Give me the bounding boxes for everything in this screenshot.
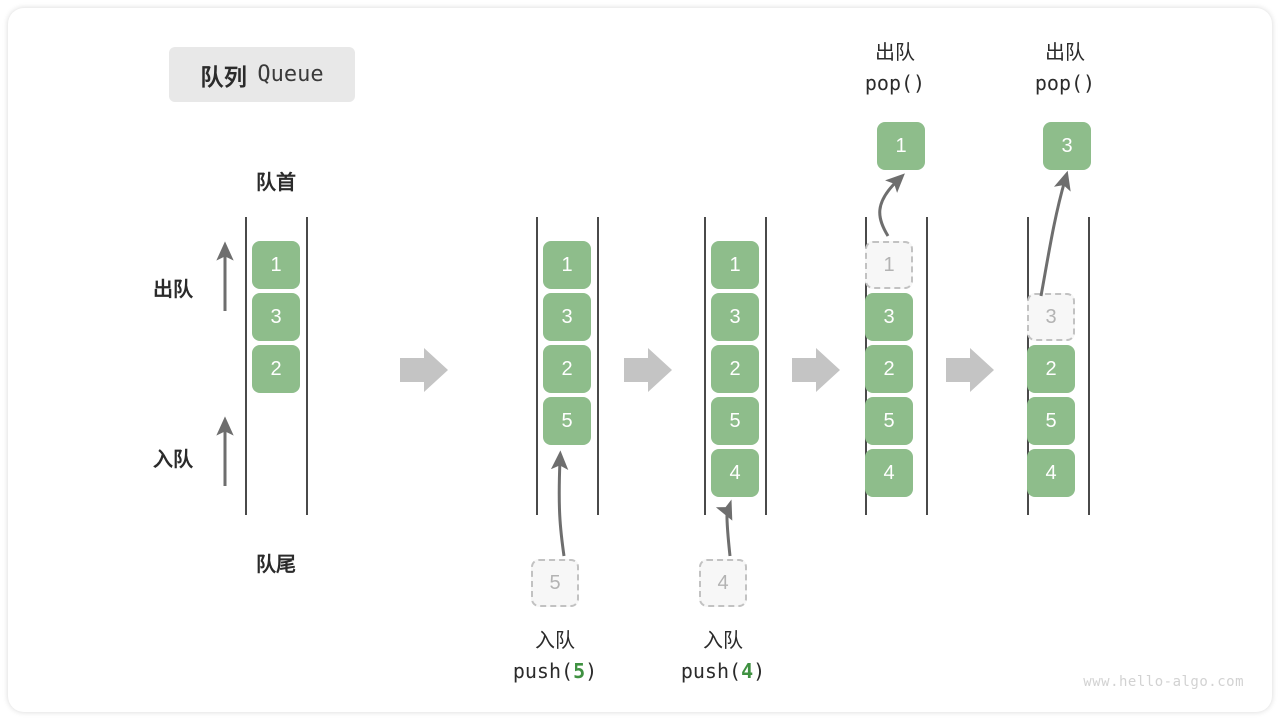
queue-cell: 4 [865, 449, 913, 497]
queue-cell: 3 [865, 293, 913, 341]
push-4-label-cn: 入队 [703, 630, 743, 652]
step-arrow-icon [624, 348, 672, 392]
push-4-code-suffix: ) [753, 659, 766, 683]
push-5-code-suffix: ) [585, 659, 598, 683]
queue-cell: 4 [1027, 449, 1075, 497]
diagram-title: 队列 Queue [169, 47, 355, 102]
queue-cell: 5 [1027, 397, 1075, 445]
popped-cell: 3 [1043, 122, 1091, 170]
push-ghost-cell: 5 [531, 559, 579, 607]
rail-left-col3 [704, 217, 706, 515]
rail-left-col2 [536, 217, 538, 515]
queue-cell: 1 [252, 241, 300, 289]
queue-cell: 3 [252, 293, 300, 341]
queue-head-label: 队首 [256, 172, 296, 194]
rail-right-col2 [597, 217, 599, 515]
pop-1-label-code: pop() [864, 71, 926, 95]
queue-cell: 1 [543, 241, 591, 289]
rail-right-col1 [306, 217, 308, 515]
rail-left-col1 [245, 217, 247, 515]
queue-cell: 4 [711, 449, 759, 497]
queue-cell: 3 [711, 293, 759, 341]
step-arrow-icon [946, 348, 994, 392]
queue-cell: 3 [543, 293, 591, 341]
queue-cell: 2 [252, 345, 300, 393]
queue-tail-label: 队尾 [256, 554, 296, 576]
push-4-arrow-icon [715, 499, 733, 557]
queue-cell: 2 [865, 345, 913, 393]
title-en: Queue [257, 62, 324, 87]
rail-right-col4 [926, 217, 928, 515]
pop-3-label-cn: 出队 [1045, 42, 1085, 64]
push-5-label: 入队 push(5) [475, 626, 635, 686]
queue-cell: 2 [711, 345, 759, 393]
push-ghost-cell: 4 [699, 559, 747, 607]
step-arrow-icon [400, 348, 448, 392]
rail-right-col3 [765, 217, 767, 515]
push-5-label-cn: 入队 [535, 630, 575, 652]
pop-ghost-cell: 1 [865, 241, 913, 289]
dequeue-direction-label: 出队 [153, 279, 193, 301]
queue-cell: 5 [543, 397, 591, 445]
queue-cell: 2 [1027, 345, 1075, 393]
title-cn: 队列 [200, 63, 248, 90]
rail-right-col5 [1088, 217, 1090, 515]
enqueue-direction-label: 入队 [153, 449, 193, 471]
push-4-label-code: push(4) [643, 656, 803, 686]
step-arrow-icon [792, 348, 840, 392]
queue-cell: 2 [543, 345, 591, 393]
queue-cell: 5 [865, 397, 913, 445]
push-4-label: 入队 push(4) [643, 626, 803, 686]
arrow-overlay [216, 170, 1071, 557]
queue-cell: 1 [711, 241, 759, 289]
pop-3-arrow-icon [1039, 170, 1071, 297]
pop-1-label-cn: 出队 [875, 42, 915, 64]
pop-3-label-code: pop() [1034, 71, 1096, 95]
pop-ghost-cell: 3 [1027, 293, 1075, 341]
watermark: www.hello-algo.com [1083, 674, 1244, 690]
push-4-code-prefix: push( [680, 659, 742, 683]
push-5-code-prefix: push( [512, 659, 574, 683]
pop-3-label: 出队 pop() [991, 38, 1139, 98]
push-5-code-value: 5 [573, 659, 586, 683]
push-4-code-value: 4 [741, 659, 754, 683]
pop-1-label: 出队 pop() [821, 38, 969, 98]
popped-cell: 1 [877, 122, 925, 170]
pop-1-arrow-icon [878, 173, 905, 237]
push-5-arrow-icon [550, 450, 569, 557]
push-5-label-code: push(5) [475, 656, 635, 686]
queue-diagram-card: 队列 Queue 队首 队尾 出队 入队 1 3 2 1 3 2 5 5 入队 … [8, 8, 1272, 712]
queue-cell: 5 [711, 397, 759, 445]
